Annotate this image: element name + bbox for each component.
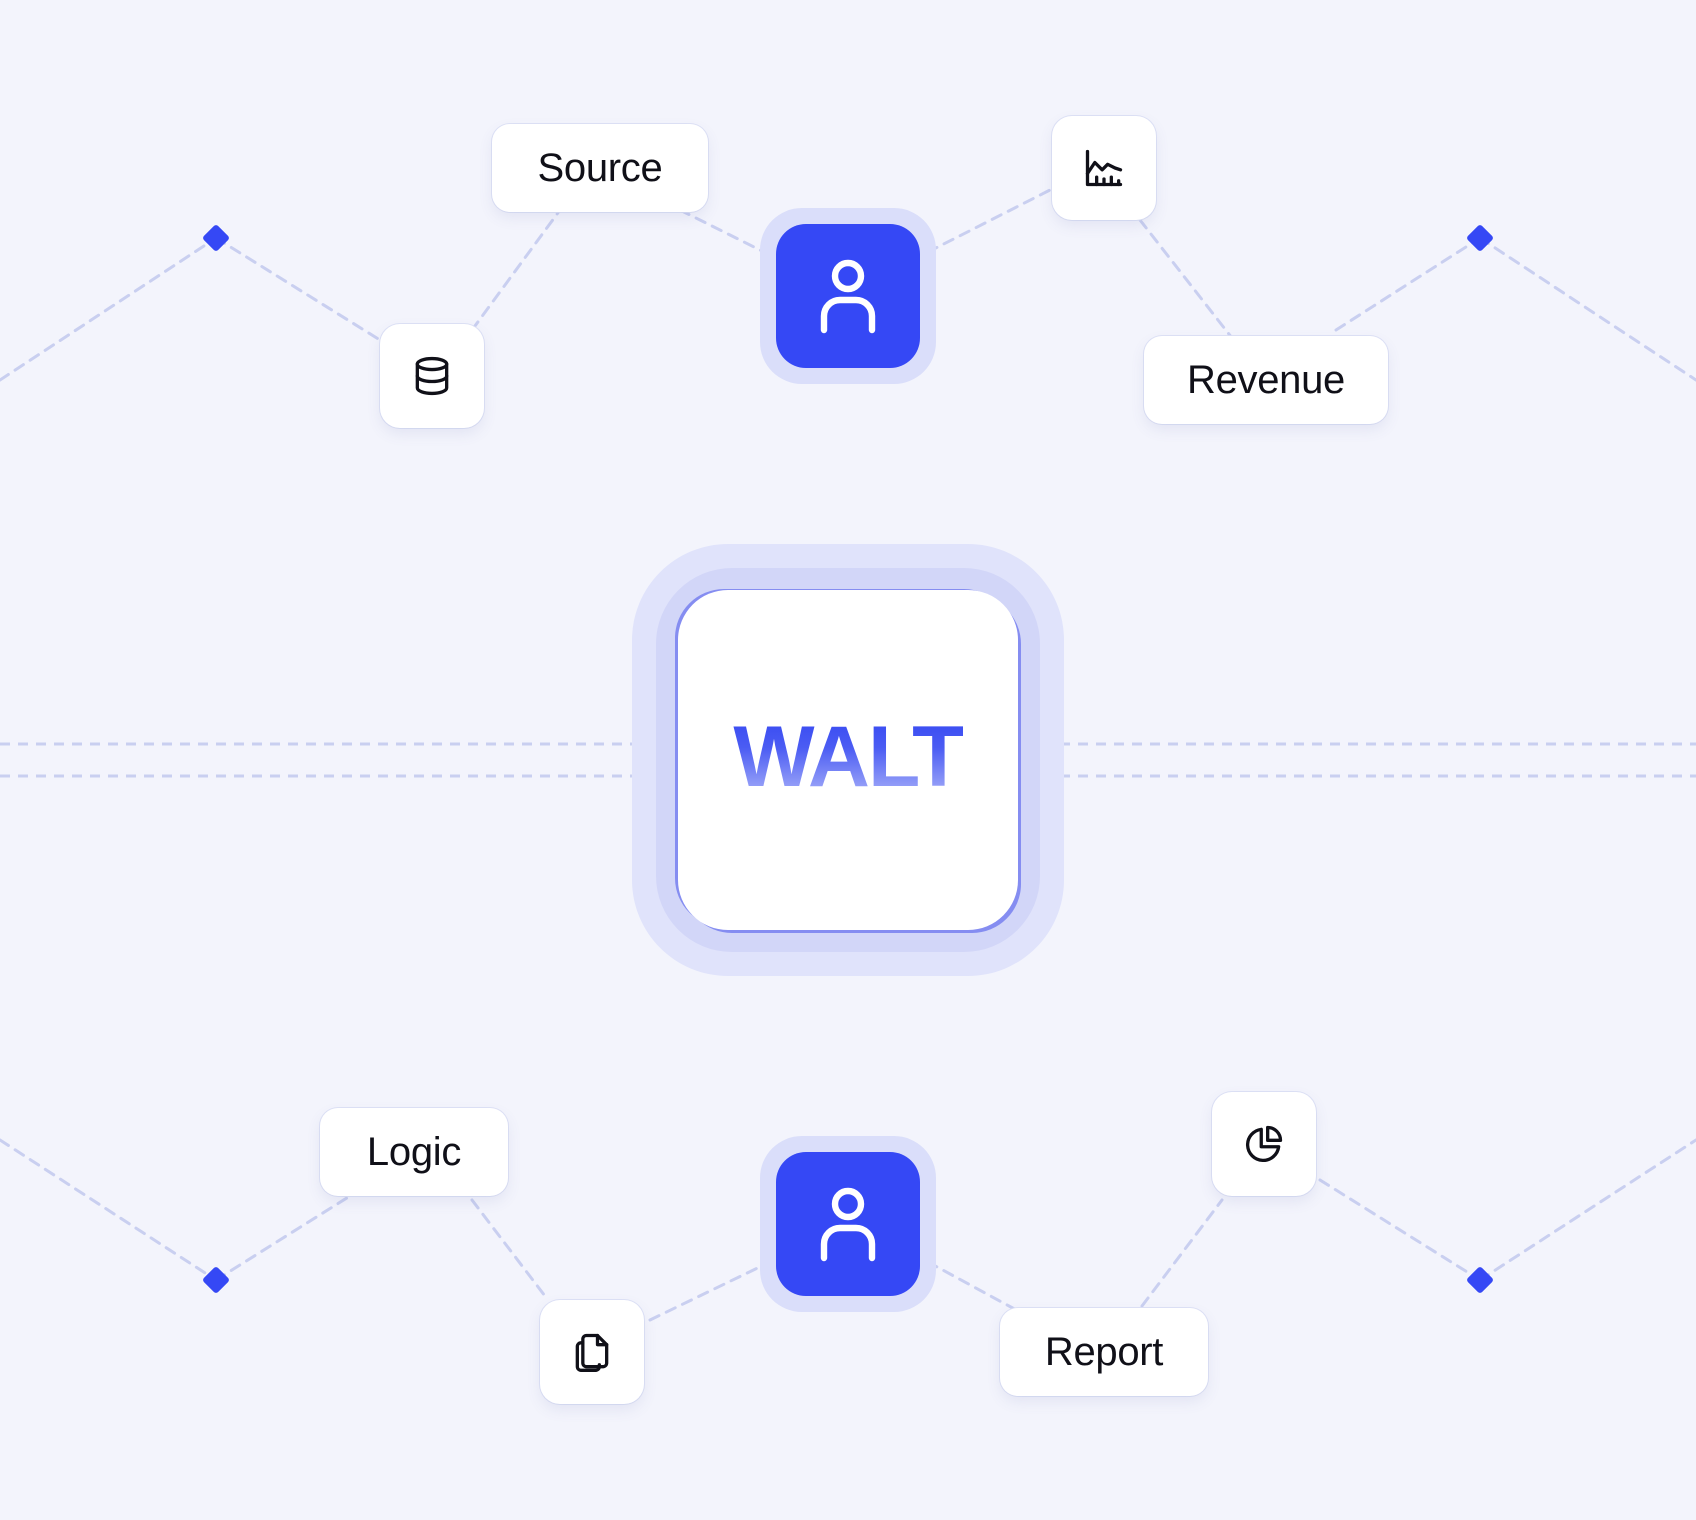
line-chart-icon-card[interactable]: [1052, 116, 1156, 220]
copy-icon: [575, 1333, 609, 1372]
connector-line: [1138, 218, 1234, 340]
report-label: Report: [1044, 1329, 1164, 1374]
connector-line: [678, 208, 772, 257]
bottom-user-node[interactable]: [760, 1136, 936, 1312]
database-icon-card[interactable]: [380, 324, 484, 428]
database-icon: [415, 356, 449, 396]
source-label: Source: [537, 145, 663, 190]
connector-line: [1318, 1178, 1482, 1282]
top-user-node-inner: [776, 224, 920, 368]
revenue-label-card[interactable]: Revenue: [1144, 336, 1388, 424]
connector-line: [0, 236, 218, 382]
pie-chart-icon: [1245, 1125, 1283, 1163]
walt-hub-ring: WALT: [656, 568, 1040, 952]
source-label-card[interactable]: Source: [492, 124, 708, 212]
connector-line: [926, 1260, 1022, 1314]
pie-chart-icon-card[interactable]: [1212, 1092, 1316, 1196]
connector-line: [214, 1194, 352, 1282]
bottom-user-node-inner: [776, 1152, 920, 1296]
connector-line: [1478, 236, 1696, 382]
connector-line: [0, 1138, 218, 1282]
connector-line: [1140, 1198, 1224, 1308]
connector-line: [926, 188, 1052, 254]
connector-line: [1334, 236, 1482, 332]
connector-line: [648, 1260, 772, 1322]
logic-label-card[interactable]: Logic: [320, 1108, 508, 1196]
diamond-icon: [1467, 225, 1493, 251]
logic-label: Logic: [366, 1129, 462, 1174]
user-icon: [820, 259, 876, 334]
walt-logo-text: WALT: [733, 708, 964, 805]
top-user-node[interactable]: [760, 208, 936, 384]
connector-line: [1478, 1138, 1696, 1282]
connector-line: [470, 208, 562, 332]
line-chart-icon: [1085, 149, 1123, 187]
walt-hub-card: WALT: [678, 590, 1018, 930]
diamond-icon: [203, 225, 229, 251]
revenue-label: Revenue: [1186, 357, 1346, 402]
report-label-card[interactable]: Report: [1000, 1308, 1208, 1396]
copy-icon-card[interactable]: [540, 1300, 644, 1404]
user-icon: [820, 1187, 876, 1262]
connector-line: [470, 1198, 550, 1302]
diamond-icon: [1467, 1267, 1493, 1293]
diamond-icon: [203, 1267, 229, 1293]
connector-line: [214, 236, 382, 342]
walt-hub[interactable]: WALT: [632, 544, 1064, 976]
